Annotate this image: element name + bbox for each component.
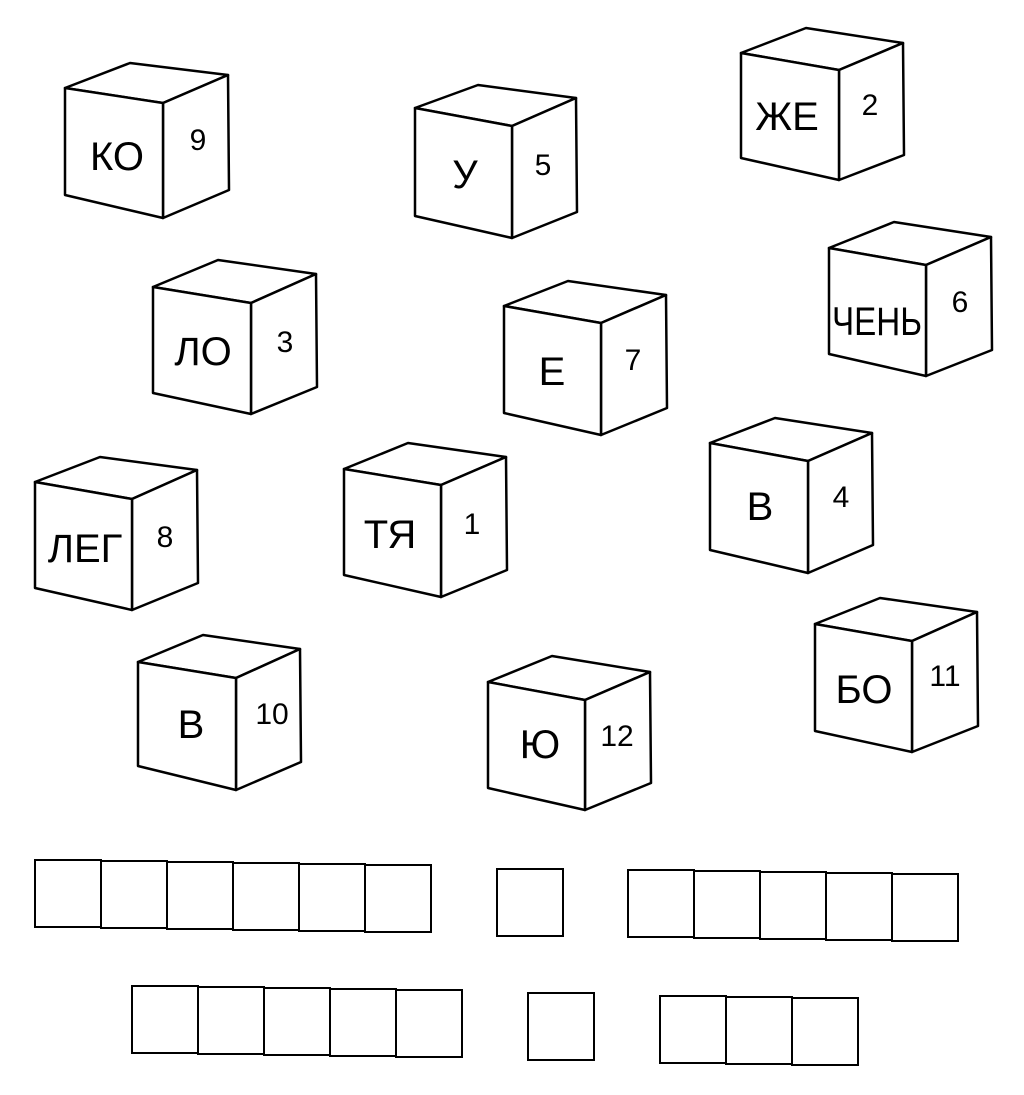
letter-box[interactable] bbox=[100, 860, 168, 929]
cube-number: 7 bbox=[625, 344, 642, 377]
cube-syllable: ТЯ bbox=[364, 513, 416, 557]
letter-box[interactable] bbox=[298, 863, 366, 932]
letter-box[interactable] bbox=[759, 871, 827, 940]
cube-syllable: ЛО bbox=[174, 330, 231, 374]
letter-box[interactable] bbox=[891, 873, 959, 942]
answer-word bbox=[527, 992, 595, 1061]
cube: В 4 bbox=[708, 416, 875, 575]
cube-number: 11 bbox=[929, 660, 960, 693]
cube-number: 6 bbox=[952, 286, 969, 319]
cube-number: 10 bbox=[255, 698, 288, 731]
cube-number: 2 bbox=[862, 89, 879, 122]
answer-word bbox=[659, 995, 859, 1066]
letter-box[interactable] bbox=[527, 992, 595, 1061]
letter-box[interactable] bbox=[725, 996, 793, 1065]
cube-front-face bbox=[342, 467, 443, 599]
cube: ЖЕ 2 bbox=[739, 26, 906, 182]
cubes-area: КО 9 У 5 ЖЕ 2 ЛО 3 Е bbox=[33, 26, 994, 812]
cube-front-face bbox=[151, 285, 253, 416]
letter-box[interactable] bbox=[364, 864, 432, 933]
answer-word bbox=[34, 859, 432, 933]
letter-box[interactable] bbox=[232, 862, 300, 931]
answer-word bbox=[627, 869, 959, 942]
letter-box[interactable] bbox=[791, 997, 859, 1066]
cube-syllable: КО bbox=[90, 135, 144, 179]
cube-number: 3 bbox=[277, 326, 294, 359]
cube-syllable: ЛЕГ bbox=[48, 527, 123, 571]
letter-box[interactable] bbox=[329, 988, 397, 1057]
cube-syllable: У bbox=[452, 153, 478, 197]
cube-syllable: Е bbox=[539, 350, 566, 394]
letter-box[interactable] bbox=[825, 872, 893, 941]
letter-box[interactable] bbox=[627, 869, 695, 938]
cube-front-face bbox=[813, 622, 914, 754]
letter-box[interactable] bbox=[197, 986, 265, 1055]
cube-syllable: Ю bbox=[520, 723, 560, 767]
cube-front-face bbox=[63, 86, 165, 220]
cube: КО 9 bbox=[63, 61, 231, 220]
letter-box[interactable] bbox=[263, 987, 331, 1056]
cube-number: 1 bbox=[464, 508, 481, 541]
cube: У 5 bbox=[413, 83, 579, 240]
answer-row-2 bbox=[131, 985, 859, 1066]
letter-box[interactable] bbox=[693, 870, 761, 939]
answer-boxes-area bbox=[34, 859, 959, 1066]
cube: БО 11 bbox=[813, 596, 980, 754]
answer-word bbox=[496, 868, 564, 937]
cube: ЛО 3 bbox=[151, 258, 319, 416]
cube-number: 9 bbox=[190, 124, 207, 157]
letter-box[interactable] bbox=[166, 861, 234, 930]
cube-number: 5 bbox=[535, 149, 552, 182]
cube-syllable: ЖЕ bbox=[755, 95, 819, 139]
cube-front-face bbox=[739, 51, 841, 182]
cube: ЧЕНЬ 6 bbox=[827, 220, 994, 378]
cube: Ю 12 bbox=[486, 654, 653, 812]
cube-front-face bbox=[486, 680, 587, 812]
cube-syllable: В bbox=[178, 703, 205, 747]
cube: В 10 bbox=[136, 633, 303, 792]
letter-box[interactable] bbox=[34, 859, 102, 928]
letter-box[interactable] bbox=[395, 989, 463, 1058]
cube-syllable: В bbox=[747, 485, 774, 529]
cube-number: 4 bbox=[833, 481, 850, 514]
cube-front-face bbox=[502, 304, 603, 437]
letter-box[interactable] bbox=[659, 995, 727, 1064]
cube-syllable: ЧЕНЬ bbox=[832, 300, 922, 344]
letter-box[interactable] bbox=[131, 985, 199, 1054]
cube-front-face bbox=[33, 480, 134, 612]
cube: ТЯ 1 bbox=[342, 441, 509, 599]
answer-word bbox=[131, 985, 463, 1058]
cube-front-face bbox=[827, 246, 928, 378]
cube: Е 7 bbox=[502, 279, 669, 437]
cube-front-face bbox=[708, 441, 810, 575]
cube-syllable: БО bbox=[836, 668, 893, 712]
cube-front-face bbox=[413, 106, 514, 240]
letter-box[interactable] bbox=[496, 868, 564, 937]
cube-number: 12 bbox=[600, 720, 633, 753]
answer-row-1 bbox=[34, 859, 959, 942]
cube-front-face bbox=[136, 660, 238, 792]
cube: ЛЕГ 8 bbox=[33, 455, 200, 612]
cube-number: 8 bbox=[157, 521, 174, 554]
